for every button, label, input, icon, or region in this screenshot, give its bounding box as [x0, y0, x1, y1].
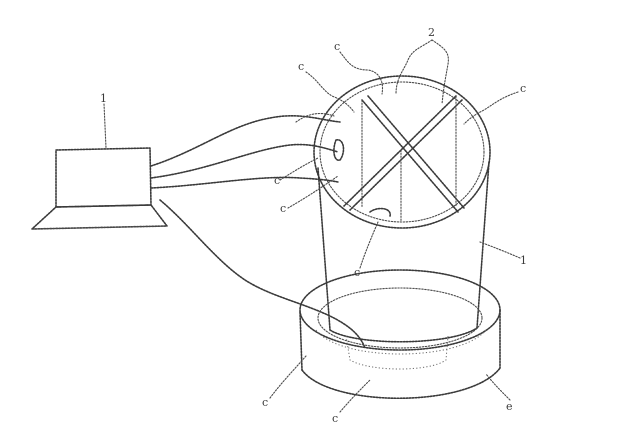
label-upper-right: c [520, 82, 526, 95]
base-inner-ring [315, 329, 487, 355]
cross-bar-1b [367, 95, 465, 209]
laptop-base-edge [31, 225, 168, 230]
label-base-left: c [262, 396, 268, 409]
label-laptop: 1 [100, 92, 107, 105]
leader-top-pair-a [395, 39, 433, 95]
base-top-outer [299, 269, 501, 351]
label-cylinder-body: 1 [520, 254, 527, 267]
leader-side-left-3 [287, 175, 339, 209]
cable-upper [150, 115, 341, 167]
label-side-left-2: c [280, 202, 286, 215]
cylinder-top-rim [313, 75, 491, 229]
leader-upper-left-1 [305, 71, 355, 113]
leader-side-left-1 [295, 112, 335, 123]
cylinder-bottom [329, 327, 478, 343]
base-bottom [301, 367, 501, 400]
base-center-cup [345, 335, 449, 370]
label-inner-bottom: c [354, 266, 360, 279]
cables [150, 115, 366, 349]
label-upper-left-2: c [334, 40, 340, 53]
leader-side-left-2 [279, 157, 319, 181]
cable-to-base [159, 199, 366, 349]
sensor-left [333, 139, 345, 161]
cable-lower [150, 176, 339, 189]
laptop [31, 147, 168, 230]
leader-laptop [103, 103, 107, 149]
leader-inner-bottom [359, 221, 379, 269]
label-side-left-1: c [274, 174, 280, 187]
leader-upper-left-2 [339, 51, 384, 95]
label-base-right: e [506, 400, 513, 413]
cylinder-right-wall [476, 161, 490, 329]
leader-cylinder-body [479, 241, 521, 259]
label-top-pair: 2 [428, 26, 435, 39]
sensor-bottom [369, 207, 391, 217]
leader-base-right [485, 373, 511, 401]
base-top-inner [317, 287, 483, 349]
label-base-center: c [332, 412, 338, 425]
label-upper-left-1: c [298, 60, 304, 73]
leader-lines [103, 39, 521, 413]
laptop-screen [55, 147, 152, 208]
cylinder-top-rim-inner [319, 81, 485, 223]
cable-middle [150, 143, 339, 179]
leader-upper-right [463, 91, 519, 125]
leader-base-left [269, 355, 307, 399]
leader-base-center [339, 379, 371, 413]
cross-bar-2 [343, 95, 457, 207]
base [299, 269, 501, 400]
leader-top-pair-b [431, 39, 449, 105]
cylinder [313, 75, 491, 343]
cross-bar-1 [361, 99, 459, 213]
laptop-base [31, 204, 168, 230]
cross-bar-2b [349, 99, 463, 211]
reference-labels: 1 2 c c c c c c 1 c c e [100, 26, 527, 425]
